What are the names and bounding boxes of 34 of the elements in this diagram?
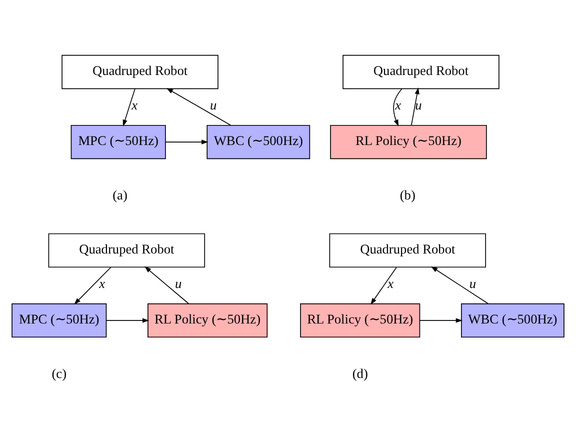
node-box: Quadruped Robot [62, 54, 218, 90]
arrow [430, 266, 489, 304]
edge-label: x [395, 97, 402, 112]
node-box: Quadruped Robot [329, 233, 486, 268]
edge-label: u [210, 97, 217, 112]
node-box: Quadruped Robot [342, 54, 500, 90]
label: (a) [112, 187, 128, 202]
label: (d) [352, 366, 368, 381]
arrow [166, 88, 232, 126]
label: (c) [52, 366, 67, 381]
node-box: RL Policy (∼50Hz) [330, 124, 487, 160]
node-box: MPC (∼50Hz) [12, 303, 107, 338]
edge-label: x [132, 97, 138, 112]
node-box: Quadruped Robot [48, 233, 206, 268]
arrow [370, 266, 398, 305]
node-box: WBC (∼500Hz) [206, 124, 310, 160]
node-box: WBC (∼500Hz) [461, 303, 564, 338]
label: (b) [400, 187, 416, 202]
edge-label: x [388, 276, 394, 291]
node-box: RL Policy (∼50Hz) [300, 303, 420, 338]
arrow [122, 88, 136, 126]
edge-label: x [99, 276, 106, 291]
arrow [106, 318, 150, 323]
arrow [74, 266, 112, 305]
arrow [165, 140, 208, 144]
edge-label: u [469, 276, 476, 291]
node-box: RL Policy (∼50Hz) [148, 303, 268, 338]
arrow [393, 88, 402, 126]
arrow [410, 87, 420, 126]
node-box: MPC (∼50Hz) [70, 124, 166, 160]
arrow [144, 266, 190, 304]
edge-label: u [415, 97, 422, 112]
edge-label: u [175, 276, 182, 291]
arrow [420, 318, 463, 323]
